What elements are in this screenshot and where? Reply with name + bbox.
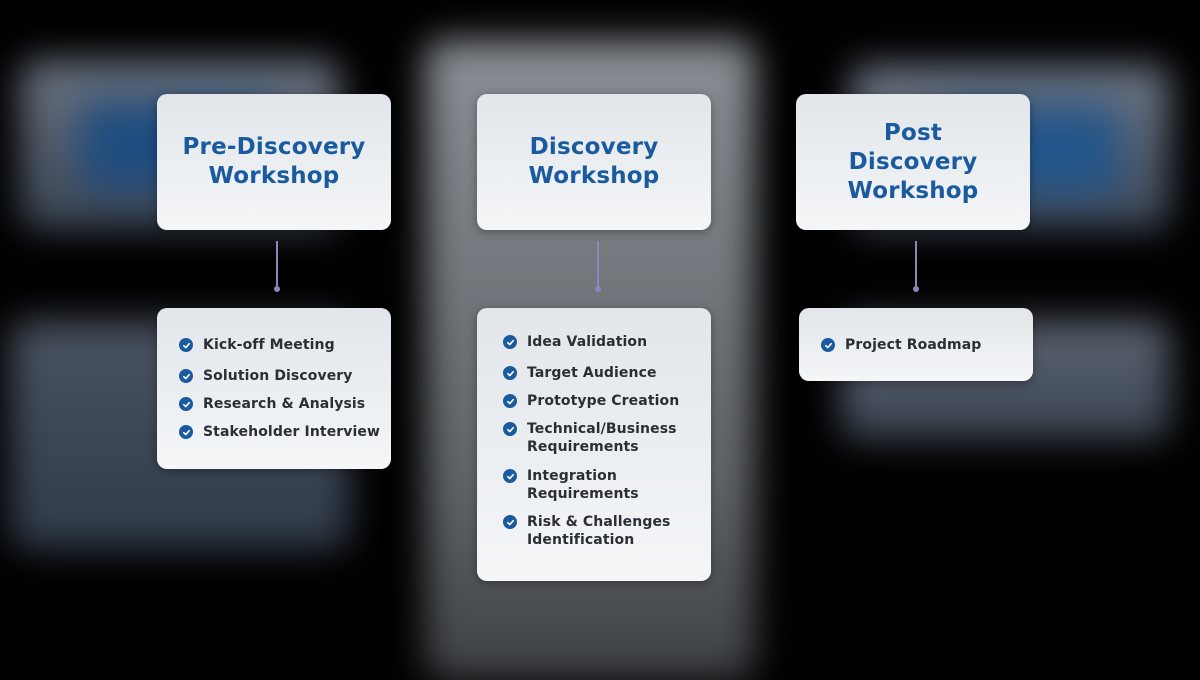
list-item: Prototype Creation — [503, 392, 679, 410]
check-circle-icon — [179, 369, 193, 383]
pre-discovery-title-card: Pre-Discovery Workshop — [157, 94, 391, 230]
check-circle-icon — [179, 338, 193, 352]
list-item-label: Stakeholder Interview — [203, 424, 381, 440]
check-circle-icon — [821, 338, 835, 352]
list-item-label: Kick-off Meeting — [203, 337, 335, 353]
list-item: Technical/Business Requirements — [503, 420, 677, 456]
connector-line — [913, 241, 919, 292]
list-item-label: Idea Validation — [527, 334, 648, 350]
column-title: Post Discovery Workshop — [847, 119, 979, 204]
discovery-title-card: Discovery Workshop — [477, 94, 711, 230]
list-item: Stakeholder Interview — [179, 423, 380, 441]
list-item: Research & Analysis — [179, 395, 365, 413]
check-circle-icon — [503, 394, 517, 408]
check-circle-icon — [503, 469, 517, 483]
list-item: Project Roadmap — [821, 336, 981, 354]
check-circle-icon — [503, 515, 517, 529]
list-item: Risk & Challenges Identification — [503, 513, 670, 549]
connector-line — [274, 241, 280, 292]
post-discovery-title-card: Post Discovery Workshop — [796, 94, 1030, 230]
column-title: Pre-Discovery Workshop — [182, 134, 366, 189]
list-item-label: Project Roadmap — [845, 337, 982, 353]
check-circle-icon — [503, 366, 517, 380]
list-item: Integration Requirements — [503, 467, 639, 503]
list-item-label: Research & Analysis — [203, 396, 366, 412]
discovery-items-card: Idea Validation Target Audience Prototyp… — [477, 308, 711, 581]
list-item: Kick-off Meeting — [179, 336, 335, 354]
list-item-label: Technical/Business Requirements — [527, 421, 677, 455]
connector-line — [595, 241, 601, 292]
pre-discovery-items-card: Kick-off Meeting Solution Discovery Rese… — [157, 308, 391, 469]
list-item-label: Prototype Creation — [527, 393, 680, 409]
list-item: Target Audience — [503, 364, 657, 382]
list-item: Idea Validation — [503, 333, 647, 351]
list-item-label: Risk & Challenges Identification — [527, 514, 671, 548]
check-circle-icon — [503, 335, 517, 349]
column-title: Discovery Workshop — [528, 134, 660, 189]
list-item: Solution Discovery — [179, 367, 353, 385]
list-item-label: Solution Discovery — [203, 368, 353, 384]
check-circle-icon — [179, 425, 193, 439]
check-circle-icon — [503, 422, 517, 436]
list-item-label: Target Audience — [527, 365, 657, 381]
list-item-label: Integration Requirements — [527, 468, 639, 502]
post-discovery-items-card: Project Roadmap — [799, 308, 1033, 381]
check-circle-icon — [179, 397, 193, 411]
